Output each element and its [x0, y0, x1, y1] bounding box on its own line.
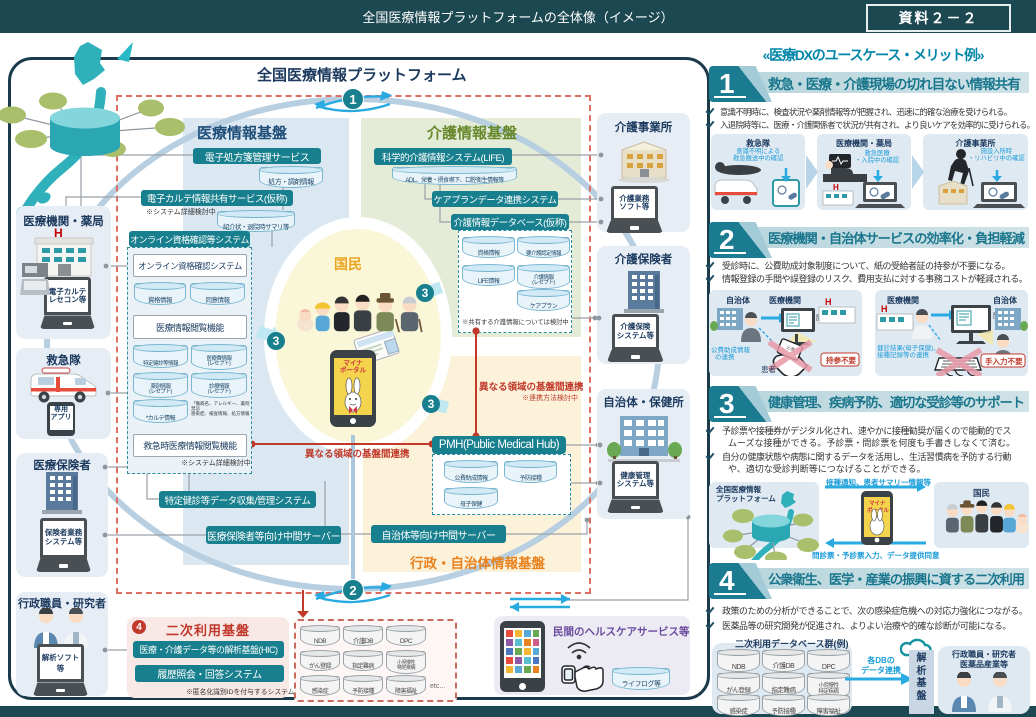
svg-text:公費: 公費	[785, 344, 796, 354]
svg-text:自治体: 自治体	[726, 295, 751, 305]
svg-text:H: H	[881, 304, 888, 314]
svg-text:接種記録等の連携: 接種記録等の連携	[877, 350, 930, 359]
svg-text:持参不要: 持参不要	[826, 355, 856, 365]
svg-text:H: H	[833, 183, 839, 192]
svg-text:医療機関: 医療機関	[769, 295, 801, 305]
svg-text:手入力不要: 手入力不要	[985, 356, 1023, 366]
svg-text:健診結果(母子保健)、: 健診結果(母子保健)、	[877, 343, 940, 352]
svg-text:自治体: 自治体	[993, 295, 1018, 305]
svg-text:医療機関: 医療機関	[887, 295, 919, 305]
svg-text:公費助成情報: 公費助成情報	[711, 345, 751, 354]
svg-text:の連携: の連携	[715, 352, 735, 361]
svg-text:マイナ: マイナ	[869, 500, 886, 507]
svg-text:H: H	[825, 297, 832, 307]
svg-text:患者: 患者	[761, 364, 776, 374]
